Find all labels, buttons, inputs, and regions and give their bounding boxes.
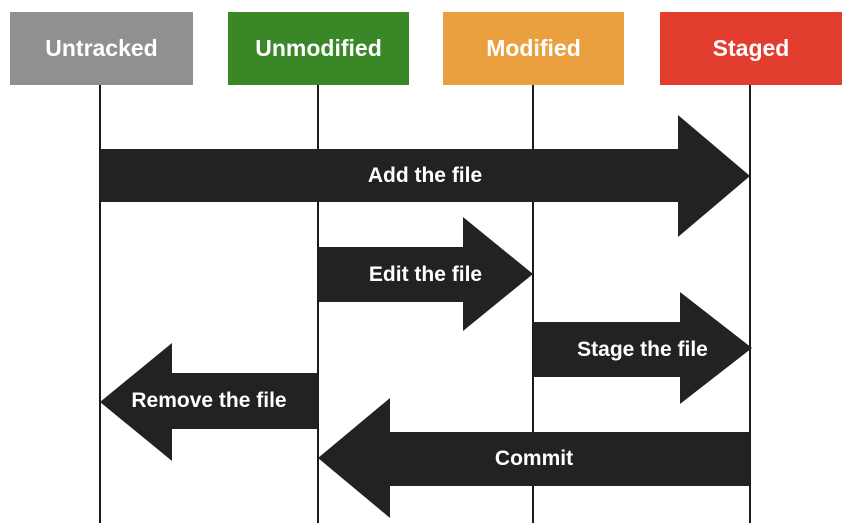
transition-arrow-add-the-file: Add the file <box>100 115 750 237</box>
state-label-staged: Staged <box>712 35 790 61</box>
state-label-modified: Modified <box>486 35 581 61</box>
arrow-body <box>533 322 680 377</box>
transition-arrow-commit: Commit <box>318 398 750 518</box>
lifeline-modified <box>532 85 534 523</box>
state-box-staged: Staged <box>660 12 842 85</box>
state-box-untracked: Untracked <box>10 12 193 85</box>
state-box-modified: Modified <box>443 12 624 85</box>
arrowhead-right-icon <box>463 217 533 331</box>
arrowhead-left-icon <box>100 343 172 461</box>
arrowhead-right-icon <box>680 292 752 404</box>
arrow-body <box>172 373 318 429</box>
arrowhead-right-icon <box>678 115 750 237</box>
transition-arrow-stage-the-file: Stage the file <box>533 292 752 405</box>
state-label-unmodified: Unmodified <box>255 35 382 61</box>
arrow-body <box>318 247 463 302</box>
lifeline-unmodified <box>317 85 319 523</box>
arrowhead-left-icon <box>318 398 390 518</box>
transition-arrow-edit-the-file: Edit the file <box>318 217 533 332</box>
arrow-label: Remove the file <box>131 389 287 412</box>
arrow-label: Edit the file <box>368 262 483 286</box>
lifeline-untracked <box>99 85 101 523</box>
arrow-label: Add the file <box>367 163 483 187</box>
state-label-untracked: Untracked <box>45 35 158 61</box>
state-box-unmodified: Unmodified <box>228 12 409 85</box>
arrow-label: Commit <box>494 447 574 470</box>
arrow-label: Stage the file <box>577 337 708 361</box>
arrow-body <box>100 149 678 202</box>
transition-arrow-remove-the-file: Remove the file <box>100 343 318 461</box>
arrow-body <box>390 432 750 486</box>
